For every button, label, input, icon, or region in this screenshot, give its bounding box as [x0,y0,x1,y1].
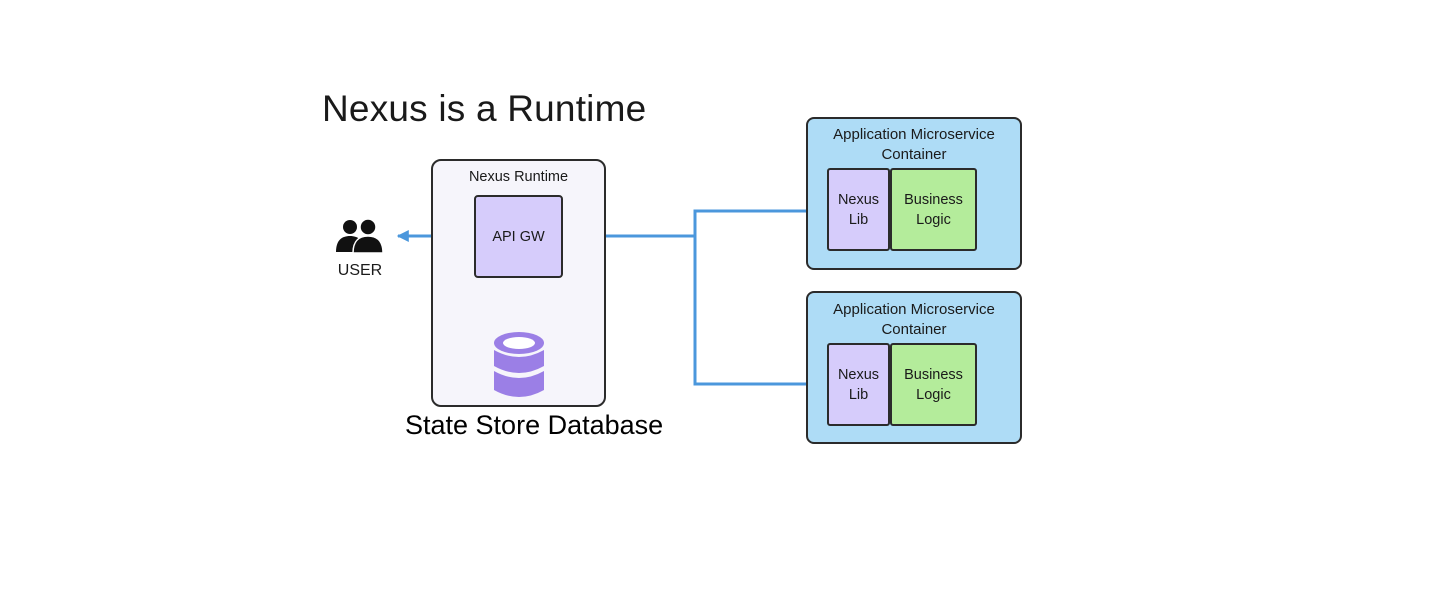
container-2-logic-label: Business Logic [904,366,963,403]
container-1-business-logic: Business Logic [890,168,977,251]
diagram-title: Nexus is a Runtime [322,88,647,129]
users-icon [336,218,384,254]
container-2-business-logic: Business Logic [890,343,977,426]
container-1-lib-label: Nexus Lib [837,191,880,228]
container-2-lib-label: Nexus Lib [837,366,880,403]
container-2-nexus-lib: Nexus Lib [827,343,890,426]
state-store-label: State Store Database [405,410,664,440]
nexus-runtime-label: Nexus Runtime [468,169,569,185]
api-gateway-box: API GW [474,195,563,278]
container-1-label: Application Microservice Container [833,126,995,163]
user-label: USER [337,262,383,279]
container-1-logic-label: Business Logic [904,191,963,228]
container-1-nexus-lib: Nexus Lib [827,168,890,251]
api-gateway-label: API GW [492,228,545,245]
database-icon [494,332,544,397]
container-2-label: Application Microservice Container [833,301,995,338]
